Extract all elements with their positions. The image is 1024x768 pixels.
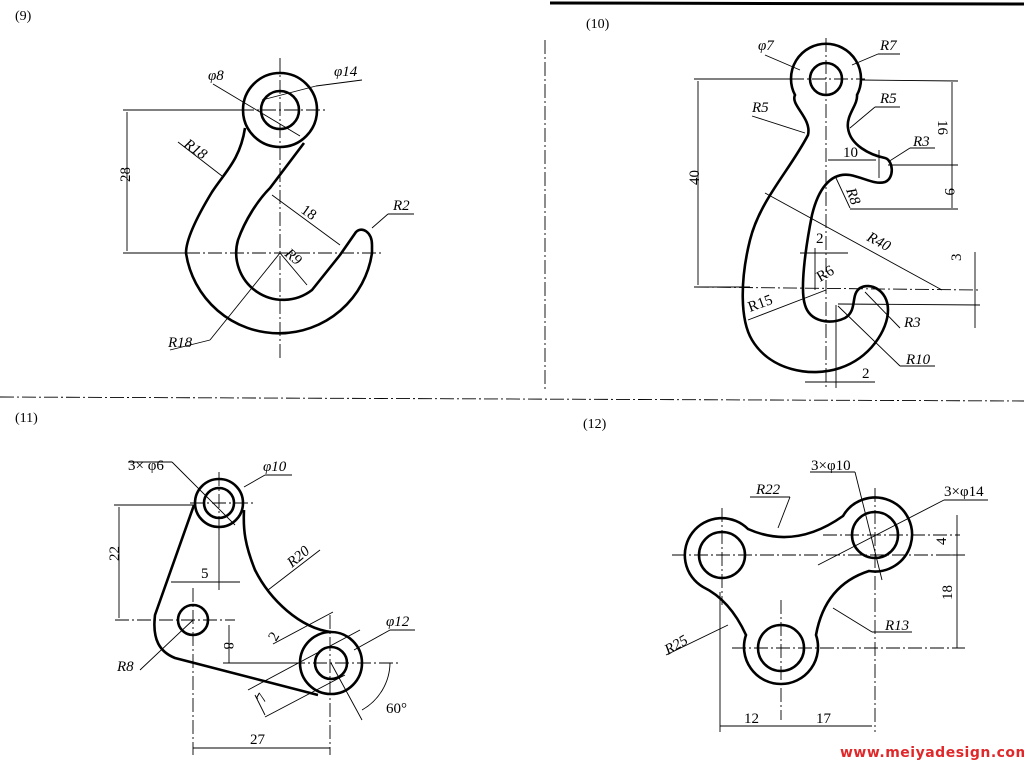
dim-4: 4 [934, 537, 950, 545]
dimension-lines [665, 471, 988, 732]
hole-circle [808, 61, 844, 97]
dim-2-bottom: 2 [862, 366, 870, 382]
dim-3: 3 [949, 254, 965, 262]
top-border [549, 1, 1024, 6]
dim-r8: R8 [116, 659, 134, 675]
dim-18: 18 [940, 585, 956, 600]
dim-28: 28 [118, 167, 134, 182]
dimension-lines [694, 53, 981, 388]
figure-label: (12) [583, 417, 607, 432]
dim-16: 16 [934, 120, 950, 136]
figure-label: (10) [586, 17, 610, 32]
dimension-lines [123, 79, 414, 351]
centerlines [672, 488, 965, 732]
figure-12: (12) R22 3×φ10 [583, 417, 988, 732]
dim-r18-bottom: R18 [167, 335, 193, 351]
dim-r10: R10 [905, 352, 931, 368]
dim-phi12: φ12 [386, 614, 410, 630]
watermark: www.meiyadesign.com [840, 745, 1024, 761]
dim-r2: R2 [392, 198, 410, 214]
dim-r8: R8 [842, 185, 863, 208]
hole-circle [259, 89, 301, 131]
dim-r5-right: R5 [879, 91, 897, 107]
dim-3x-phi14: 3×φ14 [944, 484, 984, 500]
figure-label: (9) [15, 9, 32, 24]
dim-12: 12 [744, 711, 759, 727]
dim-phi8: φ8 [208, 68, 224, 84]
dimension-lines [114, 461, 415, 749]
dim-40: 40 [687, 170, 703, 185]
dim-phi10: φ10 [263, 459, 287, 475]
dim-r18-top: R18 [180, 136, 210, 164]
top-hole-circle [202, 486, 236, 520]
left-hole-circle [697, 530, 747, 580]
dim-r3-bottom: R3 [903, 315, 921, 331]
dim-2-mid: 2 [816, 231, 824, 247]
top-boss-circle [193, 477, 245, 529]
dim-r15: R15 [746, 292, 775, 316]
dim-r25: R25 [661, 632, 691, 659]
horizontal-divider [0, 396, 1024, 402]
dim-5: 5 [201, 566, 209, 582]
figure-9: (9) φ8 φ14 R18 28 18 R2 R [15, 9, 414, 358]
dim-8: 8 [220, 642, 236, 650]
dim-27: 27 [250, 732, 266, 748]
dim-10: 10 [843, 145, 858, 161]
dim-2: 2 [266, 630, 284, 644]
dim-60-degrees: 60° [386, 701, 407, 717]
dim-17: 17 [816, 711, 832, 727]
dim-r9: R9 [281, 245, 305, 269]
right-hole-circle [850, 510, 900, 560]
dim-r5-left: R5 [751, 100, 769, 116]
right-hole-circle [313, 645, 349, 681]
centerlines [186, 58, 383, 358]
dim-22: 22 [107, 546, 123, 561]
dim-9: 9 [941, 188, 957, 196]
plate-outline [683, 496, 914, 686]
dim-3x-phi6: 3× φ6 [128, 458, 164, 474]
figure-label: (11) [15, 411, 38, 426]
hook-outline [741, 42, 894, 374]
dim-r6: R6 [814, 263, 838, 286]
dim-7: 7 [254, 691, 272, 706]
dim-r13: R13 [884, 618, 909, 634]
dim-phi7: φ7 [758, 38, 775, 54]
dim-phi14: φ14 [334, 64, 358, 80]
bracket-outline [153, 504, 332, 697]
figure-11: (11) [15, 411, 415, 755]
centerlines [115, 472, 400, 755]
bottom-hole-circle [756, 623, 806, 673]
dim-r22: R22 [755, 482, 781, 498]
dim-3x-phi10: 3×φ10 [811, 458, 851, 474]
middle-hole-circle [176, 603, 210, 637]
hook-outline [184, 127, 374, 335]
dim-r3-top: R3 [912, 134, 930, 150]
dim-18: 18 [298, 202, 319, 224]
figure-10: (10) [586, 17, 981, 390]
dim-r7: R7 [879, 38, 898, 54]
dim-r20: R20 [284, 543, 314, 572]
dim-r40: R40 [863, 229, 893, 255]
